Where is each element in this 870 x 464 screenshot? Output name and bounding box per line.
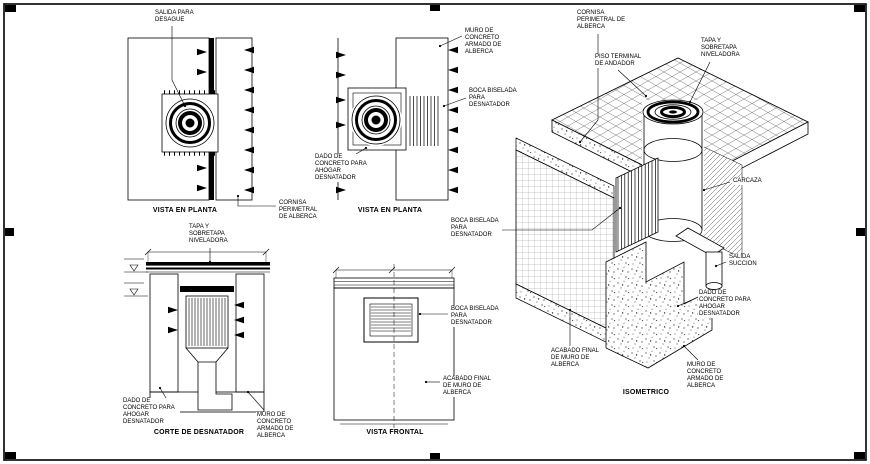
label-boca-plan-mid: BOCA BISELADA PARA DESNATADOR: [468, 88, 520, 110]
concrete-dado-steps: [605, 241, 713, 369]
label-boca-frontal: BOCA BISELADA PARA DESNATADOR: [450, 306, 502, 328]
view-plan-middle-drawing: [336, 37, 458, 201]
drain-bullseye: [347, 87, 407, 151]
drain-bullseye: [161, 90, 219, 156]
label-piso-terminal: PISO TERMINAL DE ANDADOR: [594, 54, 644, 69]
skimmer-basket: [185, 295, 229, 363]
view-plan-left-drawing: [127, 37, 254, 201]
view-isometric-drawing: [515, 57, 809, 369]
view-title-plan-mid: VISTA EN PLANTA: [357, 207, 423, 214]
label-tapa-corte: TAPA Y SOBRETAPA NIVELADORA: [188, 224, 244, 246]
view-title-frontal: VISTA FRONTAL: [366, 429, 424, 436]
view-title-plan-left: VISTA EN PLANTA: [152, 207, 218, 214]
label-salida-para-desague: SALIDA PARA DESAGUE: [154, 10, 202, 25]
label-salida-succion: SALIDA SUCCION: [728, 254, 762, 269]
concrete-dado-right: [235, 273, 265, 393]
tapa-slab: [146, 262, 270, 266]
basket-lid: [180, 286, 234, 292]
label-cornisa-plan-left: CORNISA PERIMETRAL DE ALBERCA: [278, 200, 328, 222]
concrete-stipple-band: [215, 37, 253, 201]
skimmer-grill: [409, 96, 439, 146]
label-muro-iso: MURO DE CONCRETO ARMADO DE ALBERCA: [686, 362, 746, 391]
label-cornisa-iso: CORNISA PERIMETRAL DE ALBERCA: [576, 10, 630, 32]
label-carcaza: CARCAZA: [732, 178, 774, 186]
view-title-corte: CORTE DE DESNATADOR: [153, 429, 245, 436]
view-title-isometric: ISOMETRICO: [622, 389, 670, 396]
label-dado-corte: DADO DE CONCRETO PARA AHOGAR DESNATADOR: [122, 398, 180, 427]
skimmer-grill: [615, 157, 659, 253]
sheet-frame: [3, 3, 867, 461]
label-muro-corte: MURO DE CONCRETO ARMADO DE ALBERCA: [256, 412, 318, 441]
view-corte-drawing: [124, 248, 270, 413]
view-frontal-drawing: [332, 264, 456, 428]
skimmer-opening: [363, 297, 419, 343]
drain-pipe: [197, 361, 233, 411]
leader-lines: [158, 26, 731, 411]
concrete-dado-left: [149, 273, 179, 393]
label-dado-plan-mid: DADO DE CONCRETO PARA AHOGAR DESNATADOR: [314, 154, 372, 183]
label-dado-iso: DADO DE CONCRETO PARA AHOGAR DESNATADOR: [698, 290, 754, 319]
label-acabado-iso: ACABADO FINAL DE MURO DE ALBERCA: [550, 348, 606, 370]
label-tapa-iso: TAPA Y SOBRETAPA NIVELADORA: [700, 38, 752, 60]
label-boca-iso: BOCA BISELADA PARA DESNATADOR: [450, 218, 502, 240]
elevation-markers: [124, 258, 148, 297]
label-acabado-frontal: ACABADO FINAL DE MURO DE ALBERCA: [442, 376, 498, 398]
suction-pipe: [675, 227, 725, 290]
label-muro-plan-mid: MURO DE CONCRETO ARMADO DE ALBERCA: [464, 28, 524, 57]
